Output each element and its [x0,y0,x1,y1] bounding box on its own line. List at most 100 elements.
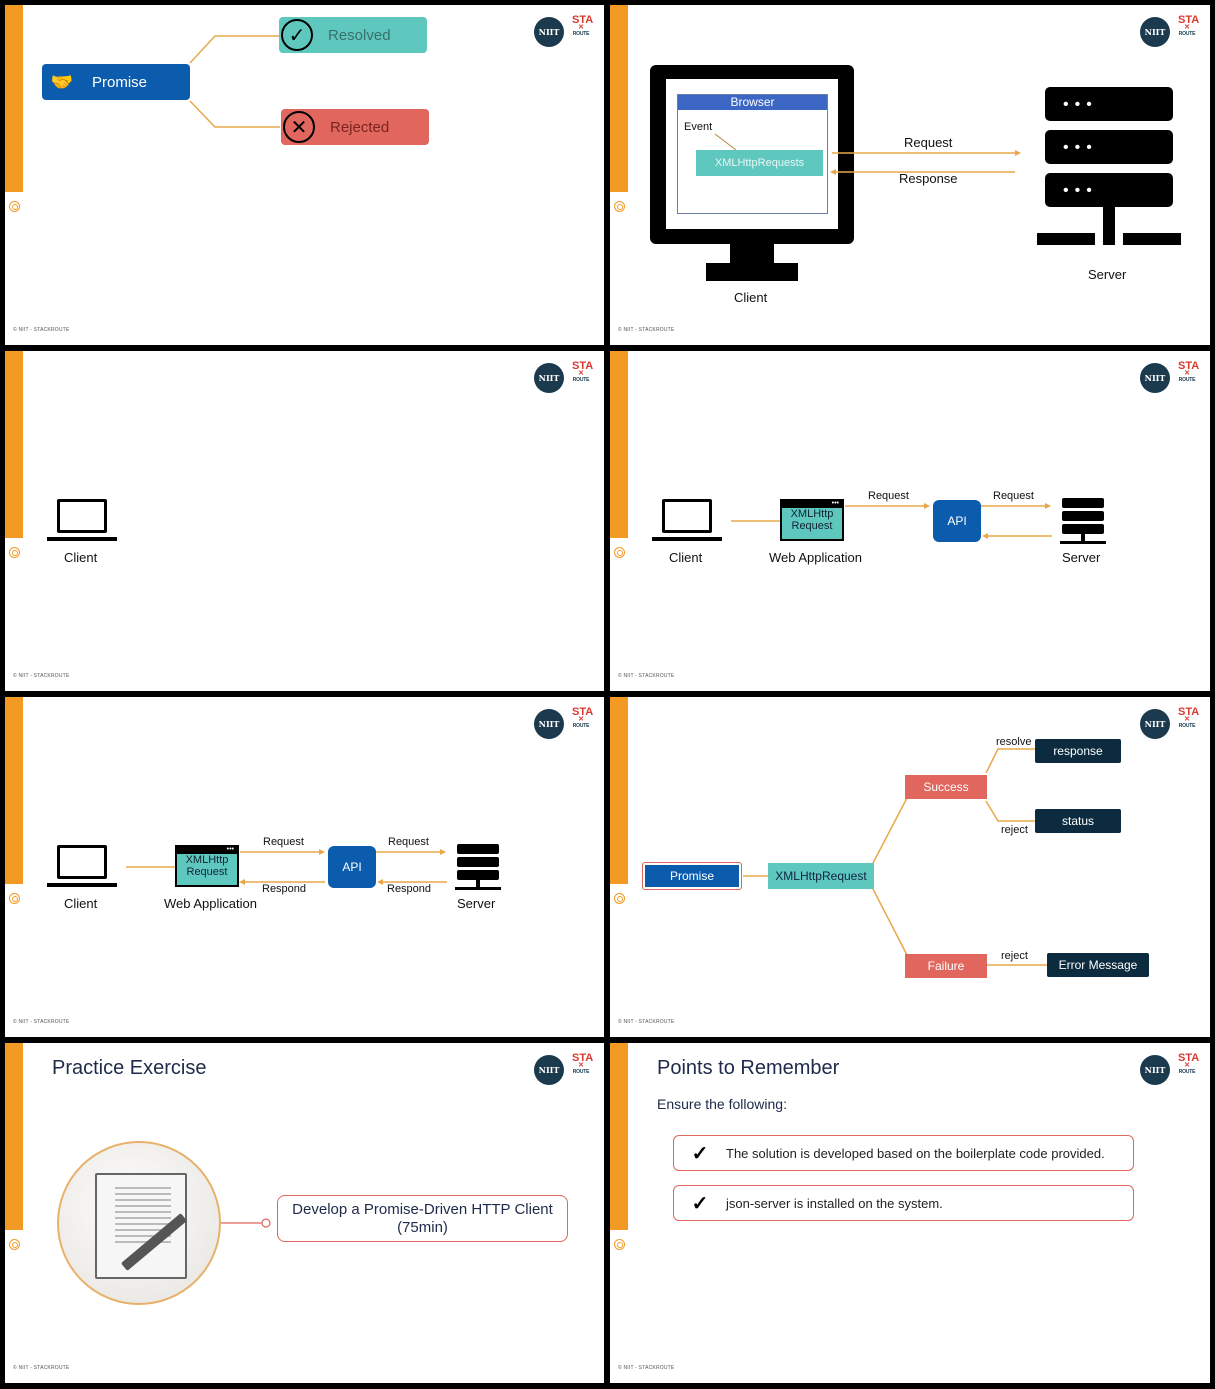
webapp-label: Web Application [769,550,862,565]
point-item: ✓ The solution is developed based on the… [673,1135,1134,1171]
tree-connectors [743,748,1047,966]
success-box: Success [905,775,987,799]
laptop-icon [652,499,722,543]
accent-bar [5,5,23,192]
copyright: © NIIT - STACKROUTE [618,673,675,679]
slide-request-respond-flow: NIIT STA✕ROUTE ••• XMLHttp Request Clien… [5,697,604,1037]
accent-bar [610,5,628,192]
api-box: API [328,846,376,888]
client-label: Client [734,290,768,305]
niit-logo: NIIT [534,709,564,739]
resolve-label: resolve [996,736,1032,748]
resolved-box: ✓ Resolved [279,17,427,53]
ring-icon [614,547,625,558]
copyright: © NIIT - STACKROUTE [618,1365,675,1371]
response-label: Response [899,171,958,186]
xhr-window: ••• XMLHttp Request [780,499,844,541]
reject-label-1: reject [1001,824,1028,836]
slide-practice-exercise: NIIT STA✕ROUTE Practice Exercise Develop… [5,1043,604,1383]
promise-box: Promise [642,862,742,890]
x-circle-icon: ✕ [283,111,315,143]
stackroute-logo: STA✕ROUTE [572,706,594,730]
client-label: Client [64,550,98,565]
page-title: Practice Exercise [52,1057,207,1079]
stackroute-logo: STA✕ROUTE [1178,706,1200,730]
stackroute-logo: STA✕ROUTE [572,14,594,38]
niit-logo: NIIT [534,363,564,393]
task-callout: Develop a Promise-Driven HTTP Client (75… [277,1195,568,1242]
niit-logo: NIIT [534,1055,564,1085]
request-label-1: Request [263,836,304,848]
ring-icon [9,1239,20,1250]
copyright: © NIIT - STACKROUTE [618,1019,675,1025]
xhr-box: XMLHttpRequest [768,863,874,889]
callout-connector [221,1218,271,1228]
status-box: status [1035,809,1121,833]
stackroute-logo: STA✕ROUTE [572,360,594,384]
api-box: API [933,500,981,542]
request-label-2: Request [388,836,429,848]
accent-bar [610,1043,628,1230]
subtitle: Ensure the following: [657,1096,787,1112]
slide-promise-states: NIIT STA✕ROUTE 🤝 Promise ✓ Resolved ✕ Re… [5,5,604,345]
slide-points-to-remember: NIIT STA✕ROUTE Points to Remember Ensure… [610,1043,1210,1383]
ring-icon [9,893,20,904]
copyright: © NIIT - STACKROUTE [13,1365,70,1371]
slide-client: NIIT STA✕ROUTE Client © NIIT - STACKROUT… [5,351,604,691]
stackroute-logo: STA✕ROUTE [1178,14,1200,38]
copyright: © NIIT - STACKROUTE [13,673,70,679]
niit-logo: NIIT [1140,1055,1170,1085]
niit-logo: NIIT [1140,363,1170,393]
flow-arrows [126,849,447,885]
copyright: © NIIT - STACKROUTE [13,1019,70,1025]
server-label: Server [457,896,496,911]
task-text: Develop a Promise-Driven HTTP Client [292,1201,553,1218]
copyright: © NIIT - STACKROUTE [618,327,675,333]
slide-client-server: NIIT STA✕ROUTE Browser Event XMLHttpRequ… [610,5,1210,345]
checkmark-icon: ✓ [691,1142,709,1165]
stackroute-logo: STA✕ROUTE [1178,1052,1200,1076]
promise-box: 🤝 Promise [42,64,190,100]
server-icon [455,844,501,892]
laptop-icon [47,845,117,889]
client-label: Client [64,896,98,911]
notepad-pencil-icon [57,1141,221,1305]
accent-bar [5,1043,23,1230]
accent-bar [610,351,628,538]
error-message-box: Error Message [1047,953,1149,977]
event-label: Event [684,121,713,133]
slide-promise-xhr-tree: NIIT STA✕ROUTE Promise XMLHttpRequest Su… [610,697,1210,1037]
respond-label-1: Respond [262,883,307,895]
server-label: Server [1062,550,1101,565]
check-circle-icon: ✓ [281,19,313,51]
respond-label-2: Respond [387,883,432,895]
server-icon [1060,498,1106,546]
rejected-box: ✕ Rejected [281,109,429,145]
ring-icon [614,893,625,904]
ring-icon [9,547,20,558]
browser-title: Browser [678,95,827,110]
laptop-icon [47,499,117,543]
client-label: Client [669,550,703,565]
response-box: response [1035,739,1121,763]
slide-request-flow: NIIT STA✕ROUTE ••• XMLHttp Request Clien… [610,351,1210,691]
point-item: ✓ json-server is installed on the system… [673,1185,1134,1221]
accent-bar [610,697,628,884]
event-connector [714,133,1021,175]
server-icon: ••• ••• ••• [1037,87,1181,247]
task-duration: (75min) [397,1219,448,1236]
xhr-box: XMLHttpRequests [696,150,823,176]
connector-lines [189,35,280,128]
xhr-window: ••• XMLHttp Request [175,845,239,887]
ring-icon [614,201,625,212]
request-label-2: Request [993,490,1034,502]
copyright: © NIIT - STACKROUTE [13,327,70,333]
niit-logo: NIIT [1140,709,1170,739]
ring-icon [614,1239,625,1250]
niit-logo: NIIT [1140,17,1170,47]
ring-icon [9,201,20,212]
niit-logo: NIIT [534,17,564,47]
handshake-icon: 🤝 [50,71,74,92]
reject-label-2: reject [1001,950,1028,962]
accent-bar [5,351,23,538]
